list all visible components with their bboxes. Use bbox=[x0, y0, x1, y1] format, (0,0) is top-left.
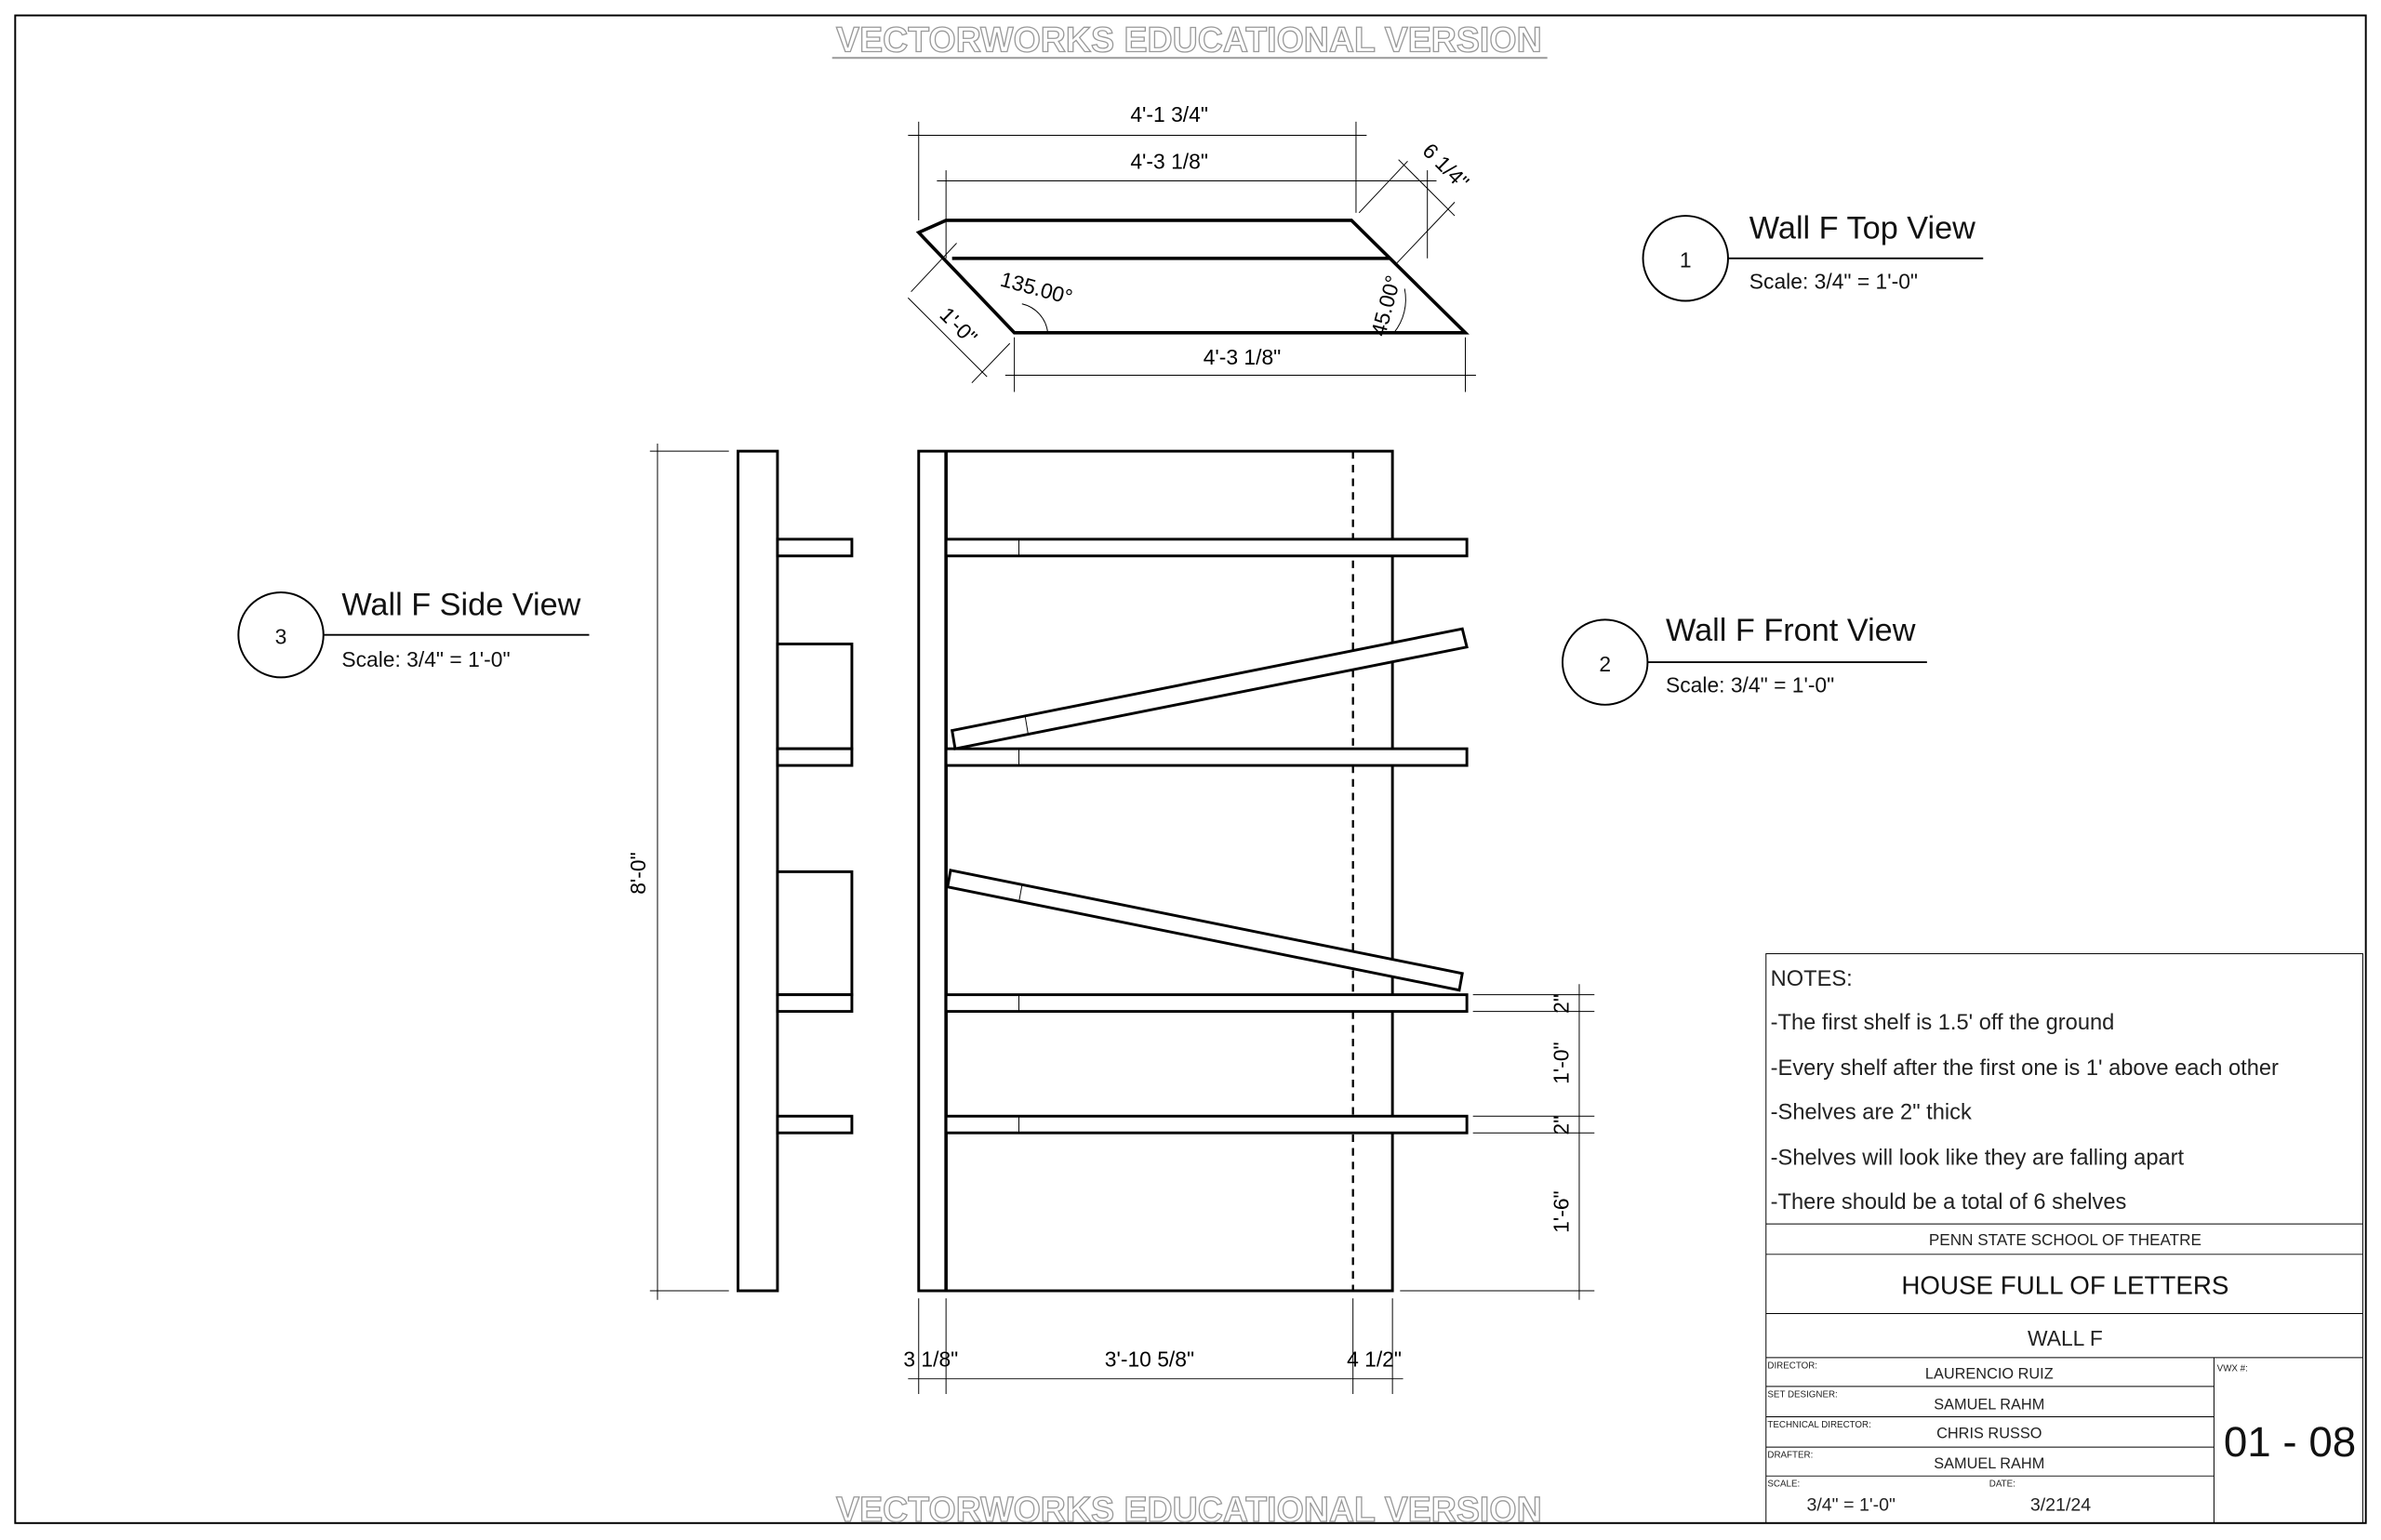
director-name: LAURENCIO RUIZ bbox=[1925, 1366, 2054, 1383]
callout-side-view: 3 Wall F Side View Scale: 3/4" = 1'-0" bbox=[237, 587, 590, 679]
note-item: -Shelves are 2" thick bbox=[1771, 1101, 1972, 1125]
dim-shelf-spacing: 1'-0" bbox=[1550, 1042, 1574, 1084]
dim-inner-top: 4'-3 1/8" bbox=[1130, 149, 1208, 173]
dim-bottom: 4'-3 1/8" bbox=[1204, 345, 1282, 369]
show-title: HOUSE FULL OF LETTERS bbox=[1901, 1270, 2228, 1299]
side-view: 8'-0" bbox=[626, 443, 854, 1300]
front-view: 2" 1'-0" 2" 1'-6" 3 1/8" 3'-10 5/8" 4 1/… bbox=[903, 449, 1595, 1395]
notes-heading: NOTES: bbox=[1771, 967, 1853, 991]
title-block: NOTES: -The first shelf is 1.5' off the … bbox=[1765, 953, 2363, 1524]
sheet-border bbox=[14, 14, 2367, 1524]
label-text: TECHNICAL DIRECTOR: bbox=[1767, 1420, 1870, 1430]
label-text: SET DESIGNER: bbox=[1767, 1389, 1837, 1400]
dim-height: 8'-0" bbox=[626, 852, 650, 895]
label-text: 3 bbox=[275, 624, 287, 648]
dim-shelf-thickness-1: 2" bbox=[1550, 994, 1574, 1014]
label-text: 2 bbox=[1599, 652, 1611, 676]
callout-top-view: 1 Wall F Top View Scale: 3/4" = 1'-0" bbox=[1642, 211, 1984, 302]
sheet-title: WALL F bbox=[2028, 1326, 2103, 1350]
watermark-bottom: VECTORWORKS EDUCATIONAL VERSION bbox=[836, 1490, 1542, 1529]
dim-shelf-thickness-2: 2" bbox=[1550, 1116, 1574, 1135]
label-text: DATE: bbox=[1989, 1480, 2015, 1490]
watermark-top: VECTORWORKS EDUCATIONAL VERSION bbox=[836, 20, 1542, 60]
label-text: DIRECTOR: bbox=[1767, 1361, 1817, 1371]
callout-front-view: 2 Wall F Front View Scale: 3/4" = 1'-0" bbox=[1562, 613, 1927, 706]
drafter-name: SAMUEL RAHM bbox=[1934, 1455, 2044, 1472]
date-value: 3/21/24 bbox=[2030, 1495, 2091, 1516]
set-designer-name: SAMUEL RAHM bbox=[1934, 1396, 2044, 1413]
dim-inner-width: 3'-10 5/8" bbox=[1105, 1348, 1194, 1372]
label-text: 1 bbox=[1680, 248, 1692, 272]
dim-left-post: 3 1/8" bbox=[903, 1348, 958, 1372]
dim-first-shelf-height: 1'-6" bbox=[1550, 1190, 1574, 1233]
label-text: Scale: 3/4" = 1'-0" bbox=[1749, 269, 1918, 293]
td-name: CHRIS RUSSO bbox=[1936, 1425, 2042, 1441]
label-text: DRAFTER: bbox=[1767, 1451, 1813, 1461]
label-text: Wall F Top View bbox=[1749, 211, 1975, 246]
label-text: Scale: 3/4" = 1'-0" bbox=[341, 647, 510, 671]
note-item: -There should be a total of 6 shelves bbox=[1771, 1190, 2127, 1215]
shelves bbox=[944, 538, 1469, 1135]
label-text: Wall F Front View bbox=[1666, 613, 1916, 648]
dim-overall-top: 4'-1 3/4" bbox=[1130, 102, 1208, 126]
label-text: SCALE: bbox=[1767, 1480, 1800, 1490]
label-text: Scale: 3/4" = 1'-0" bbox=[1666, 673, 1834, 697]
school-name: PENN STATE SCHOOL OF THEATRE bbox=[1929, 1230, 2201, 1249]
scale-value: 3/4" = 1'-0" bbox=[1806, 1495, 1895, 1516]
note-item: -The first shelf is 1.5' off the ground bbox=[1771, 1011, 2115, 1035]
label-text: Wall F Side View bbox=[341, 587, 580, 622]
dim-right-post: 4 1/2" bbox=[1347, 1348, 1402, 1372]
note-item: -Every shelf after the first one is 1' a… bbox=[1771, 1056, 2279, 1081]
sheet-number: 01 - 08 bbox=[2224, 1418, 2356, 1466]
label-text: VWX #: bbox=[2217, 1364, 2248, 1374]
note-item: -Shelves will look like they are falling… bbox=[1771, 1146, 2185, 1170]
